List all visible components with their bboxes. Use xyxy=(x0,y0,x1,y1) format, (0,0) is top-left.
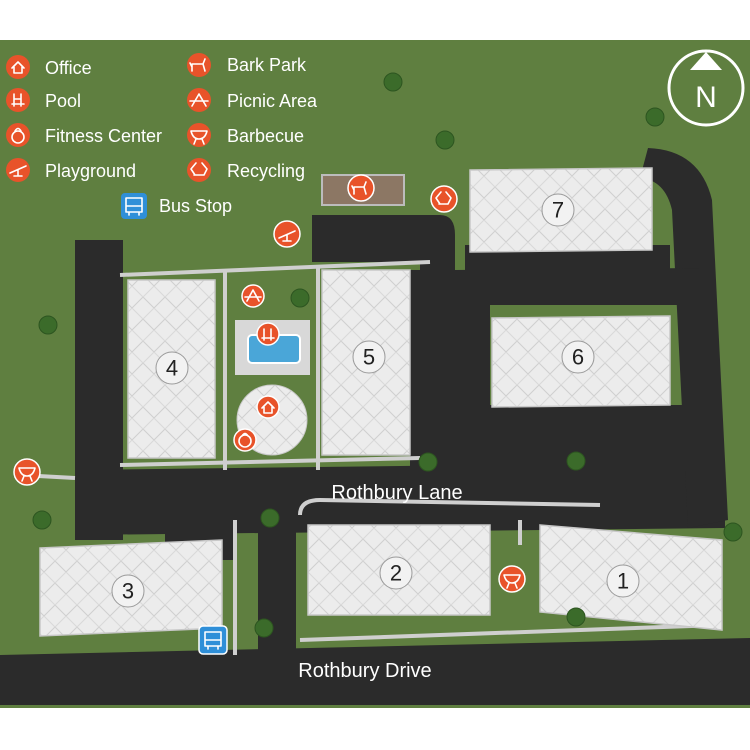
pool-marker[interactable] xyxy=(256,322,280,346)
svg-text:Playground: Playground xyxy=(45,161,136,181)
bus-stop-marker[interactable] xyxy=(198,625,228,655)
map-markers xyxy=(13,174,526,655)
kettlebell-icon xyxy=(6,123,30,147)
svg-text:5: 5 xyxy=(363,345,375,370)
roads xyxy=(0,148,750,705)
recycle-icon xyxy=(187,158,211,182)
building-3[interactable]: 3 xyxy=(111,574,145,608)
svg-text:Pool: Pool xyxy=(45,91,81,111)
recycling-marker[interactable] xyxy=(430,185,458,213)
street-label-lane: Rothbury Lane xyxy=(331,482,462,504)
legend: Office Pool Fitness Center Playground Ba… xyxy=(6,53,318,219)
picnic-table-icon xyxy=(187,88,211,112)
grill-icon xyxy=(187,123,211,147)
bbq-marker-east[interactable] xyxy=(498,565,526,593)
building-7[interactable]: 7 xyxy=(541,193,575,227)
playground-marker[interactable] xyxy=(273,220,301,248)
svg-text:N: N xyxy=(695,81,717,114)
svg-text:Bark Park: Bark Park xyxy=(227,55,307,75)
compass: N xyxy=(667,49,745,127)
svg-text:1: 1 xyxy=(617,569,629,594)
fitness-marker[interactable] xyxy=(233,428,257,452)
legend-item-fitness: Fitness Center xyxy=(6,123,162,147)
north-arrow-icon xyxy=(690,52,722,70)
legend-item-recycling: Recycling xyxy=(187,158,305,182)
svg-text:Recycling: Recycling xyxy=(227,161,305,181)
svg-text:Barbecue: Barbecue xyxy=(227,126,304,146)
svg-text:6: 6 xyxy=(572,345,584,370)
picnic-marker[interactable] xyxy=(241,284,265,308)
svg-text:4: 4 xyxy=(166,356,178,381)
building-2[interactable]: 2 xyxy=(379,556,413,590)
legend-item-bus-stop: Bus Stop xyxy=(121,193,232,219)
building-4[interactable]: 4 xyxy=(155,351,189,385)
house-icon xyxy=(6,55,30,79)
legend-item-picnic: Picnic Area xyxy=(187,88,318,112)
legend-item-barbecue: Barbecue xyxy=(187,123,304,147)
office-marker[interactable] xyxy=(256,395,280,419)
legend-item-bark-park: Bark Park xyxy=(187,53,307,77)
legend-item-playground: Playground xyxy=(6,158,136,182)
legend-item-office: Office xyxy=(6,55,92,79)
svg-text:2: 2 xyxy=(390,561,402,586)
building-numbers: 7 6 5 4 3 2 1 xyxy=(111,193,640,608)
trees xyxy=(32,72,743,638)
svg-text:Office: Office xyxy=(45,58,92,78)
svg-text:Fitness Center: Fitness Center xyxy=(45,126,162,146)
building-5[interactable]: 5 xyxy=(352,340,386,374)
bbq-marker-west[interactable] xyxy=(13,458,41,486)
pool-ladder-icon xyxy=(6,88,30,112)
building-6[interactable]: 6 xyxy=(561,340,595,374)
building-1[interactable]: 1 xyxy=(606,564,640,598)
bark-park-marker[interactable] xyxy=(347,174,375,202)
legend-item-pool: Pool xyxy=(6,88,81,112)
svg-text:Picnic Area: Picnic Area xyxy=(227,91,318,111)
svg-text:Bus Stop: Bus Stop xyxy=(159,196,232,216)
street-label-drive: Rothbury Drive xyxy=(298,660,431,682)
svg-text:3: 3 xyxy=(122,579,134,604)
svg-text:7: 7 xyxy=(552,198,564,223)
